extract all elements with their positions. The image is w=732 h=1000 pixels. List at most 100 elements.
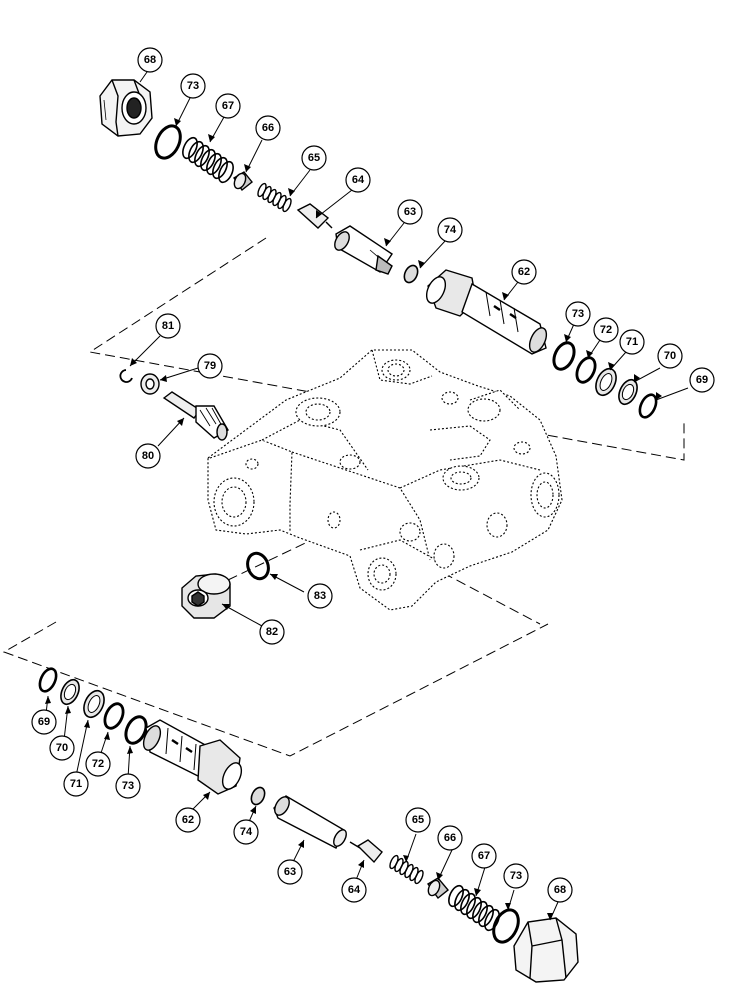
callout-74-lower: 74 [233, 819, 259, 845]
callout-71-upper: 71 [619, 329, 645, 355]
callout-label: 74 [240, 826, 253, 838]
spring-lower-65 [389, 854, 424, 885]
pin-upper-64 [296, 203, 333, 229]
upper-parts [99, 79, 658, 419]
lower-axis-line [2, 621, 549, 757]
callout-82: 82 [259, 619, 285, 645]
callout-label: 62 [182, 814, 194, 826]
callout-label: 82 [266, 626, 278, 638]
cartridge-lower-62 [142, 719, 243, 795]
callout-label: 70 [56, 742, 68, 754]
callout-63-lower: 63 [277, 859, 303, 885]
callout-label: 70 [664, 350, 676, 362]
callout-73-lower-b: 73 [503, 863, 529, 889]
o-ring-lower-73b [492, 908, 520, 944]
ring-lower-74 [250, 786, 266, 806]
callout-63-upper: 63 [397, 199, 423, 225]
washer-79 [140, 373, 160, 395]
o-ring-upper-73 [154, 124, 182, 160]
callout-70-upper: 70 [657, 343, 683, 369]
callout-66-upper: 66 [255, 115, 281, 141]
callout-label: 71 [70, 778, 82, 790]
callout-83: 83 [307, 583, 333, 609]
backup-ring-upper-72 [575, 356, 597, 384]
adjuster-parts [119, 369, 229, 441]
callout-73-upper-b: 73 [565, 301, 591, 327]
callout-label: 73 [572, 308, 584, 320]
callout-label: 73 [187, 80, 199, 92]
callout-66-lower: 66 [437, 825, 463, 851]
o-ring-lower-69 [38, 667, 58, 693]
callout-81: 81 [155, 313, 181, 339]
plug-82 [181, 573, 231, 619]
callout-label: 69 [696, 374, 708, 386]
callout-label: 63 [284, 866, 296, 878]
washer-lower-70 [60, 678, 80, 706]
lower-parts [38, 667, 579, 983]
spring-upper-67 [182, 136, 234, 184]
callout-label: 81 [162, 320, 174, 332]
spring-lower-67 [448, 884, 500, 932]
callout-62-lower: 62 [175, 807, 201, 833]
callout-69-lower: 69 [31, 709, 57, 735]
callout-68-upper: 68 [137, 47, 163, 73]
o-ring-upper-69 [638, 393, 658, 419]
poppet-lower-66 [426, 877, 449, 900]
callout-68-lower: 68 [547, 877, 573, 903]
callout-label: 64 [352, 174, 365, 186]
callout-label: 73 [510, 870, 522, 882]
plug-parts [181, 551, 270, 619]
callout-label: 74 [444, 224, 457, 236]
callout-64-upper: 64 [345, 167, 371, 193]
backup-ring-lower-72 [103, 702, 125, 730]
callout-label: 67 [222, 100, 234, 112]
sleeve-lower-63 [273, 795, 347, 849]
callout-label: 64 [348, 884, 361, 896]
callout-label: 66 [262, 122, 274, 134]
callout-67-lower: 67 [471, 843, 497, 869]
o-ring-83 [246, 551, 270, 581]
callout-label: 63 [404, 206, 416, 218]
callout-label: 67 [478, 850, 490, 862]
cap-nut-lower [513, 917, 579, 983]
callout-label: 80 [142, 450, 154, 462]
callout-label: 71 [626, 336, 638, 348]
washer-upper-70 [618, 378, 638, 406]
callout-label: 65 [308, 152, 320, 164]
washer-lower-71 [83, 689, 105, 719]
callout-label: 62 [518, 266, 530, 278]
callout-80: 80 [135, 443, 161, 469]
spring-upper-65 [257, 182, 292, 213]
cap-nut-upper [99, 79, 153, 137]
ring-upper-74 [403, 264, 419, 284]
leader-lines [45, 71, 689, 921]
callout-label: 68 [144, 54, 156, 66]
callout-74-upper: 74 [437, 217, 463, 243]
pin-lower-64 [349, 839, 383, 864]
callout-label: 68 [554, 884, 566, 896]
callout-79: 79 [197, 353, 223, 379]
cartridge-upper-62 [425, 269, 548, 355]
callout-label: 72 [92, 758, 104, 770]
leader-arrowheads [45, 118, 662, 920]
plug-axis-line [227, 535, 321, 581]
callout-70-lower: 70 [49, 735, 75, 761]
callout-62-upper: 62 [511, 259, 537, 285]
clip-81 [119, 369, 133, 383]
sleeve-upper-63 [334, 225, 393, 275]
callout-64-lower: 64 [341, 877, 367, 903]
valve-body [207, 349, 563, 611]
callout-label: 69 [38, 716, 50, 728]
callout-65-upper: 65 [301, 145, 327, 171]
callout-72-lower: 72 [85, 751, 111, 777]
o-ring-lower-73 [124, 715, 148, 745]
callout-label: 79 [204, 360, 216, 372]
callouts: 68 73 67 66 65 64 63 74 62 73 72 71 70 6… [31, 47, 715, 903]
poppet-upper-66 [233, 171, 253, 192]
callout-71-lower: 71 [63, 771, 89, 797]
callout-65-lower: 65 [405, 807, 431, 833]
callout-69-upper: 69 [689, 367, 715, 393]
callout-72-upper: 72 [593, 317, 619, 343]
callout-label: 65 [412, 814, 424, 826]
